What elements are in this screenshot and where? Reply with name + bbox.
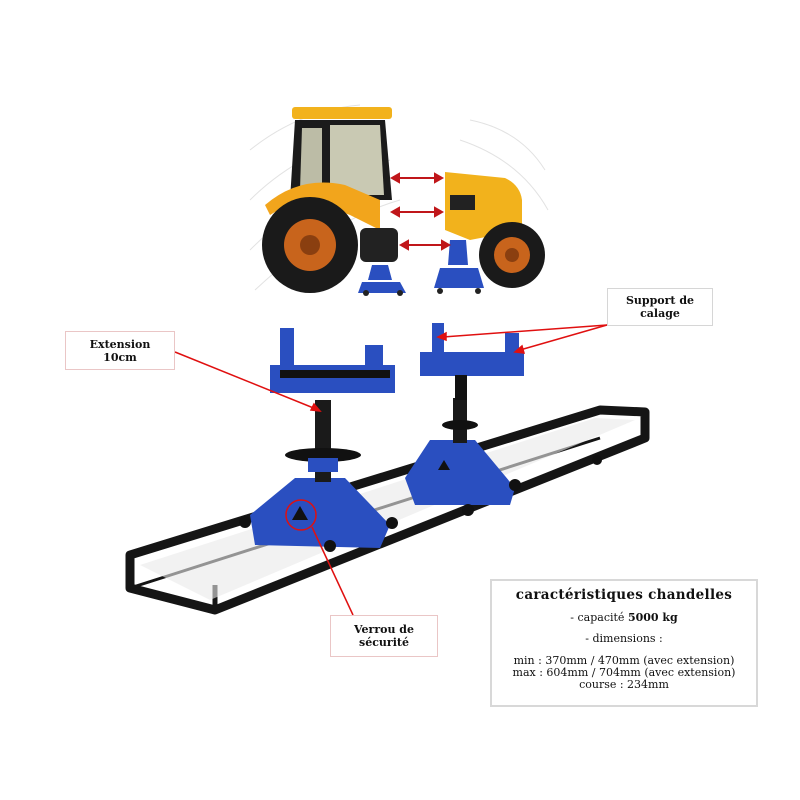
extension-callout-line1: Extension [89, 337, 151, 351]
specs-course: course : 234mm [579, 678, 669, 691]
lock-callout-line2: sécurité [359, 636, 409, 649]
axle-stand-right [405, 323, 524, 505]
support-callout-line1: Support de [625, 294, 695, 307]
frame-floor [140, 418, 635, 600]
lock-callout: Verrou de sécurité [330, 615, 438, 657]
specs-title: caractéristiques chandelles [515, 587, 733, 603]
frame-wheels [239, 455, 602, 552]
lock-callout-line1: Verrou de [354, 623, 414, 636]
separation-arrows [389, 172, 452, 251]
specs-max: max : 604mm / 704mm (avec extension) [512, 666, 736, 679]
tractor-front-illustration [434, 172, 545, 294]
specs-dimensions-label: - dimensions : [585, 632, 663, 645]
specifications-box: caractéristiques chandelles - capacité 5… [490, 579, 758, 707]
tractor-rear-illustration [262, 107, 406, 296]
capacity-prefix: - capacité [570, 611, 628, 624]
support-callout: Support de calage [607, 288, 713, 326]
capacity-value: 5000 kg [627, 611, 678, 624]
axle-stand-left [250, 328, 395, 548]
annotation-lines [174, 324, 608, 616]
extension-callout: Extension 10cm [65, 331, 175, 370]
support-callout-line2: calage [640, 307, 680, 320]
specs-capacity: - capacité 5000 kg [492, 611, 756, 624]
extension-callout-line2: 10cm [103, 350, 137, 364]
specs-min: min : 370mm / 470mm (avec extension) [513, 654, 735, 667]
